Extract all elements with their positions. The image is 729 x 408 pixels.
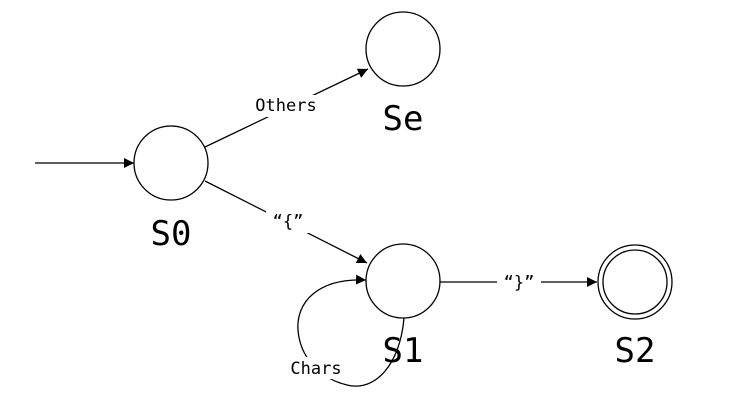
state-s2-label: S2 (615, 331, 656, 371)
edge-label-chars: Chars (290, 359, 341, 379)
edge-label-others: Others (255, 96, 316, 116)
state-s2-inner-ring (602, 249, 668, 315)
edge-label-close-brace: “}” (504, 273, 535, 293)
state-se-node (365, 11, 441, 87)
state-se-label: Se (383, 99, 424, 139)
state-s0-label: S0 (151, 214, 192, 254)
state-s1-node (365, 243, 441, 319)
state-s0-node (133, 125, 209, 201)
edge-label-open-brace: “{” (273, 212, 304, 232)
state-s1-label: S1 (383, 331, 424, 371)
